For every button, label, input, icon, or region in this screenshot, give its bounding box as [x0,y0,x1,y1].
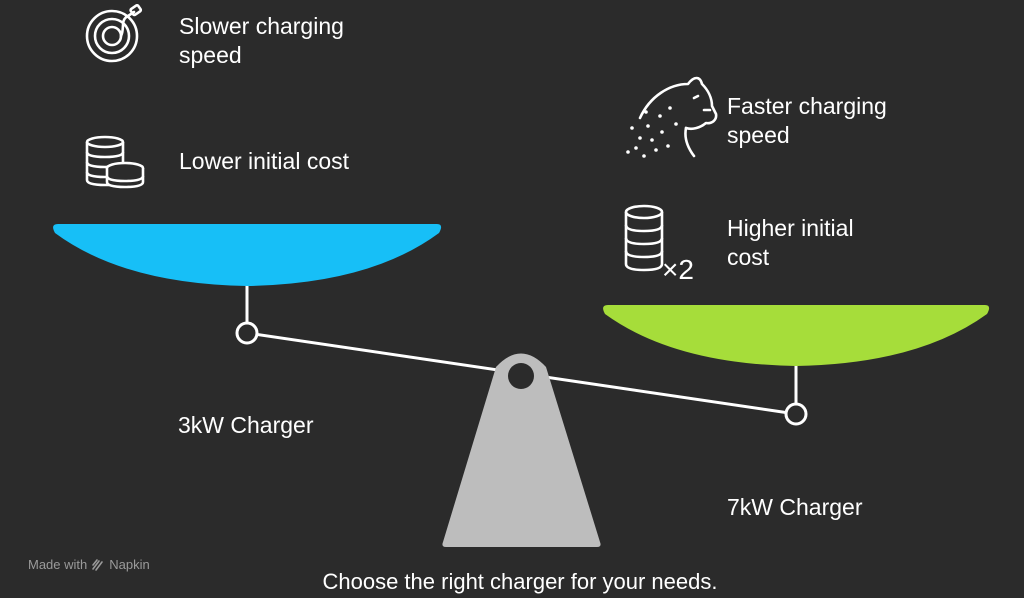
left-charger-name: 3kW Charger [178,412,314,438]
coin-stack-times-two-icon [624,204,664,272]
right-speed-label: Faster charging speed [727,93,887,148]
coiled-cable-icon [85,3,143,63]
cheetah-icon [626,76,718,158]
fulcrum-pivot-hole [508,363,534,389]
left-pan [53,224,442,286]
scale-fulcrum [442,353,601,547]
made-with-credit[interactable]: Made with Napkin [28,556,150,574]
left-beam-joint [235,321,259,345]
left-cost-label: Lower initial cost [179,148,350,174]
right-cost-label: Higher initial cost [727,215,854,270]
left-speed-label: Slower charging speed [179,13,344,68]
right-charger-name: 7kW Charger [727,494,863,520]
credit-prefix: Made with [28,557,88,572]
coin-stacks-icon [85,135,145,189]
right-pan [603,305,990,366]
right-cost-multiplier: ×2 [662,254,694,285]
napkin-logo-icon [91,558,105,572]
right-beam-joint [784,402,808,426]
diagram-caption: Choose the right charger for your needs. [322,569,718,594]
credit-brand: Napkin [109,557,150,572]
